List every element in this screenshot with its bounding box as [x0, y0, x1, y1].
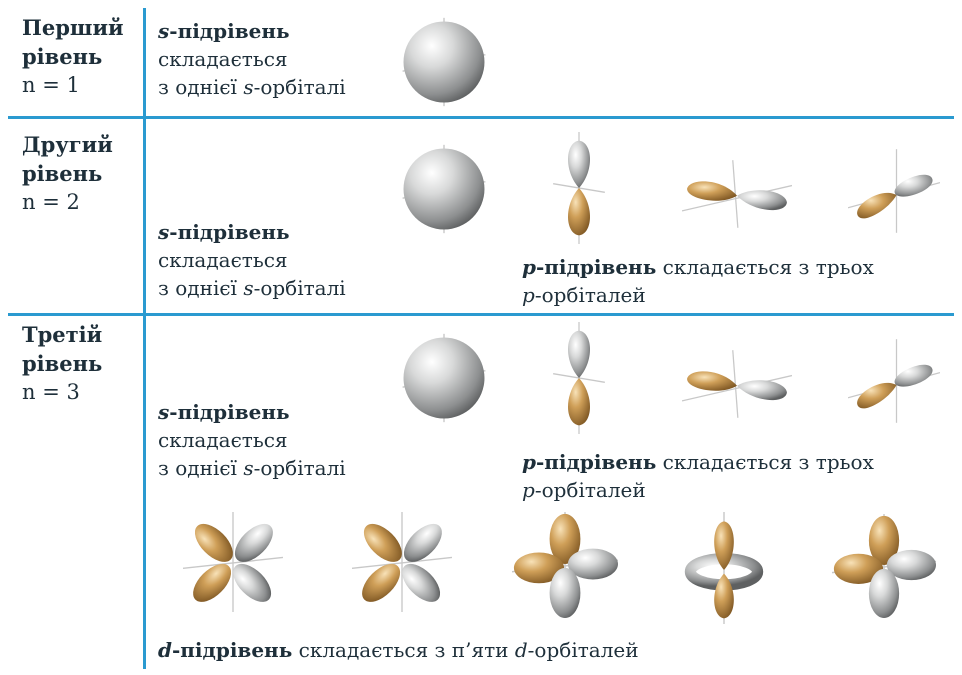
- level-2-label: Другий рівень n = 2: [22, 130, 113, 217]
- d-orbital-icon: [183, 512, 283, 612]
- level-2-title-line2: рівень: [22, 161, 103, 186]
- d-orbital-icon: [682, 512, 766, 624]
- d-sublevel-text: d-підрівень складається з п’яти d-орбіта…: [158, 638, 639, 662]
- p-orbital-icon: [682, 158, 792, 230]
- s-orbital-icon: [398, 16, 490, 108]
- p-sublevel-text-2: p-підрівень складається з трьох p-орбіта…: [522, 255, 874, 307]
- s-sublevel-text-1: s-підрівень складається з однієї s-орбіт…: [158, 19, 346, 99]
- level-2-n: n = 2: [22, 190, 80, 214]
- d-orbital-icon: [512, 512, 618, 618]
- d-orbital-icon: [352, 512, 452, 612]
- d-orbital-icon: [824, 514, 944, 618]
- level-2-title-line1: Другий: [22, 132, 113, 157]
- row-divider-1: [8, 116, 954, 119]
- s-orbital-icon: [398, 143, 490, 235]
- p-sublevel-text-3: p-підрівень складається з трьох p-орбіта…: [522, 450, 874, 502]
- p-orbital-icon: [848, 148, 940, 234]
- p-orbital-icon: [550, 132, 608, 244]
- level-3-label: Третій рівень n = 3: [22, 320, 102, 407]
- s-orbital-icon: [398, 332, 490, 424]
- s-sublevel-text-2: s-підрівень складається з однієї s-орбіт…: [158, 220, 346, 300]
- level-1-n: n = 1: [22, 73, 80, 97]
- p-orbital-icon: [848, 338, 940, 424]
- level-1-label: Перший рівень n = 1: [22, 13, 124, 100]
- level-1-title-line2: рівень: [22, 44, 103, 69]
- level-1-title-line1: Перший: [22, 15, 124, 40]
- level-3-title-line2: рівень: [22, 351, 103, 376]
- level-3-n: n = 3: [22, 380, 80, 404]
- p-orbital-icon: [550, 322, 608, 434]
- p-orbital-icon: [682, 348, 792, 420]
- row-divider-2: [8, 313, 954, 316]
- level-3-title-line1: Третій: [22, 322, 103, 347]
- vertical-divider: [143, 8, 146, 669]
- s-sublevel-text-3: s-підрівень складається з однієї s-орбіт…: [158, 400, 346, 480]
